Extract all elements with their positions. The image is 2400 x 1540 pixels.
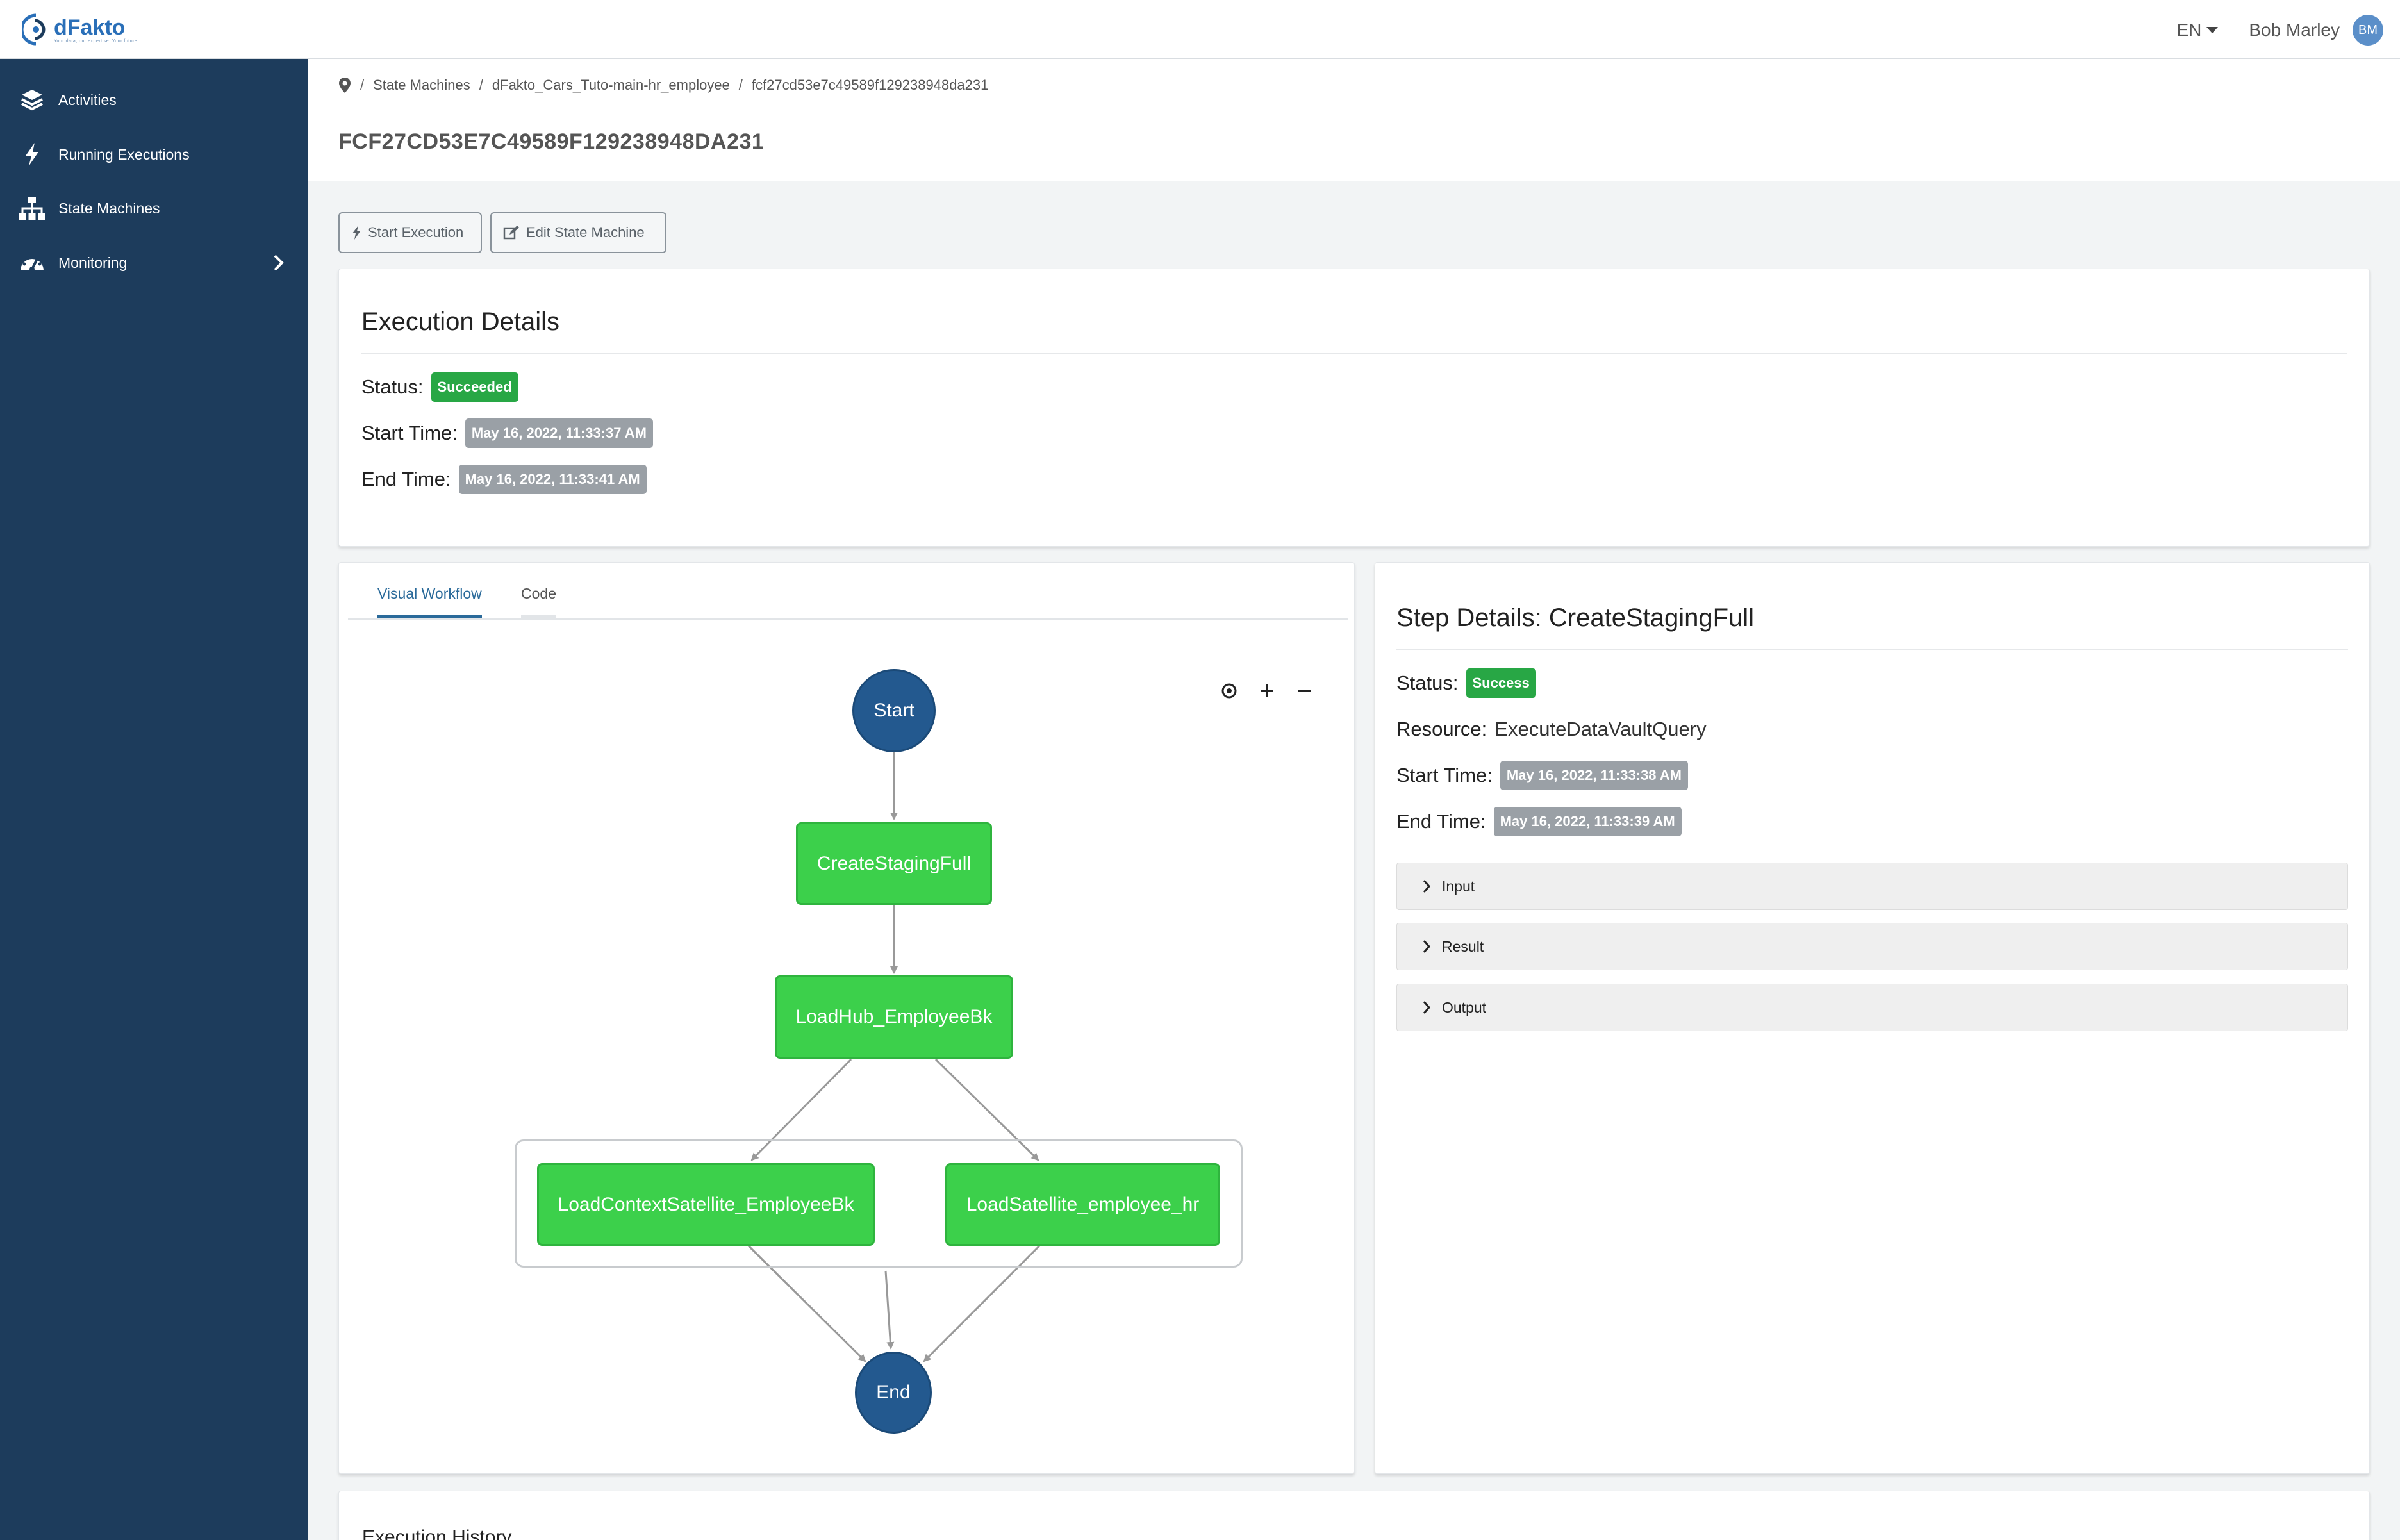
- breadcrumb-state-machines[interactable]: State Machines: [373, 77, 470, 93]
- workflow-node-load-satellite[interactable]: LoadSatellite_employee_hr: [945, 1163, 1220, 1246]
- sitemap-icon: [18, 194, 46, 222]
- timestamp-badge: May 16, 2022, 11:33:39 AM: [1493, 807, 1682, 836]
- tab-code[interactable]: Code: [521, 585, 556, 618]
- logo[interactable]: dFakto Your data, our expertise. Your fu…: [22, 12, 139, 47]
- target-icon[interactable]: [1216, 678, 1242, 704]
- step-end-time: End Time: May 16, 2022, 11:33:39 AM: [1396, 807, 1682, 836]
- layers-icon: [18, 86, 46, 114]
- step-details-title: Step Details: CreateStagingFull: [1396, 604, 1755, 632]
- language-label: EN: [2176, 20, 2202, 40]
- status-badge: Success: [1466, 668, 1536, 698]
- sidebar-item-label: Monitoring: [58, 254, 128, 271]
- sidebar-item-monitoring[interactable]: Monitoring: [0, 237, 308, 288]
- timestamp-badge: May 16, 2022, 11:33:41 AM: [458, 465, 647, 494]
- sidebar-item-label: Activities: [58, 91, 117, 108]
- minus-icon[interactable]: [1292, 678, 1318, 704]
- user-name[interactable]: Bob Marley: [2249, 20, 2340, 40]
- step-start-time: Start Time: May 16, 2022, 11:33:38 AM: [1396, 761, 1689, 790]
- parallel-state-box: [515, 1139, 1243, 1268]
- workflow-node-end[interactable]: End: [855, 1352, 932, 1434]
- bolt-icon: [352, 226, 360, 240]
- tab-visual-workflow[interactable]: Visual Workflow: [377, 585, 482, 618]
- execution-history-title: Execution History: [362, 1527, 512, 1540]
- logo-icon: [22, 13, 46, 46]
- sidebar-item-activities[interactable]: Activities: [0, 74, 308, 126]
- edit-state-machine-button[interactable]: Edit State Machine: [490, 212, 666, 253]
- sidebar-item-running-executions[interactable]: Running Executions: [0, 129, 308, 180]
- sidebar: Activities Running Executions State Mach…: [0, 59, 308, 1540]
- page-title: FCF27CD53E7C49589F129238948DA231: [338, 129, 765, 154]
- logo-name: dFakto: [54, 15, 126, 40]
- accordion-input[interactable]: Input: [1396, 863, 2348, 910]
- workflow-node-load-hub[interactable]: LoadHub_EmployeeBk: [775, 975, 1013, 1059]
- execution-start-time: Start Time: May 16, 2022, 11:33:37 AM: [361, 418, 654, 449]
- execution-history-card: [338, 1491, 2370, 1540]
- execution-status: Status: Succeeded: [361, 372, 518, 402]
- avatar[interactable]: BM: [2353, 15, 2383, 46]
- logo-tagline: Your data, our expertise. Your future.: [54, 38, 139, 44]
- breadcrumb-execution: fcf27cd53e7c49589f129238948da231: [751, 77, 989, 93]
- edit-icon: [503, 226, 519, 240]
- chevron-right-icon: [1423, 1001, 1431, 1014]
- top-bar: dFakto Your data, our expertise. Your fu…: [0, 0, 2400, 59]
- execution-end-time: End Time: May 16, 2022, 11:33:41 AM: [361, 464, 647, 495]
- timestamp-badge: May 16, 2022, 11:33:37 AM: [465, 418, 654, 448]
- gauge-icon: [18, 249, 46, 277]
- plus-icon[interactable]: [1254, 678, 1280, 704]
- step-status: Status: Success: [1396, 668, 1536, 698]
- status-badge: Succeeded: [431, 372, 518, 402]
- accordion-output[interactable]: Output: [1396, 984, 2348, 1031]
- map-marker-icon: [339, 78, 351, 93]
- chevron-right-icon: [1423, 940, 1431, 953]
- execution-details-card: [338, 269, 2370, 547]
- workflow-node-start[interactable]: Start: [852, 669, 936, 752]
- sidebar-item-label: State Machines: [58, 199, 160, 217]
- workflow-node-create-staging-full[interactable]: CreateStagingFull: [796, 822, 992, 905]
- content-header: / State Machines / dFakto_Cars_Tuto-main…: [308, 59, 2400, 181]
- chevron-right-icon: [1423, 880, 1431, 893]
- workflow-node-load-context-satellite[interactable]: LoadContextSatellite_EmployeeBk: [537, 1163, 875, 1246]
- breadcrumb-state-machine[interactable]: dFakto_Cars_Tuto-main-hr_employee: [492, 77, 730, 93]
- timestamp-badge: May 16, 2022, 11:33:38 AM: [1500, 761, 1689, 790]
- resource-value: ExecuteDataVaultQuery: [1494, 718, 1707, 740]
- bolt-icon: [18, 140, 46, 169]
- step-resource: Resource: ExecuteDataVaultQuery: [1396, 718, 1707, 740]
- caret-down-icon: [2206, 27, 2219, 33]
- sidebar-item-label: Running Executions: [58, 145, 190, 163]
- language-dropdown[interactable]: EN: [2176, 20, 2219, 40]
- sidebar-item-state-machines[interactable]: State Machines: [0, 183, 308, 234]
- chevron-right-icon[interactable]: [268, 253, 288, 273]
- start-execution-button[interactable]: Start Execution: [338, 212, 482, 253]
- workflow-tabs: Visual Workflow Code: [348, 570, 1348, 620]
- execution-details-title: Execution Details: [361, 308, 560, 336]
- breadcrumb: / State Machines / dFakto_Cars_Tuto-main…: [338, 77, 988, 94]
- accordion-result[interactable]: Result: [1396, 923, 2348, 970]
